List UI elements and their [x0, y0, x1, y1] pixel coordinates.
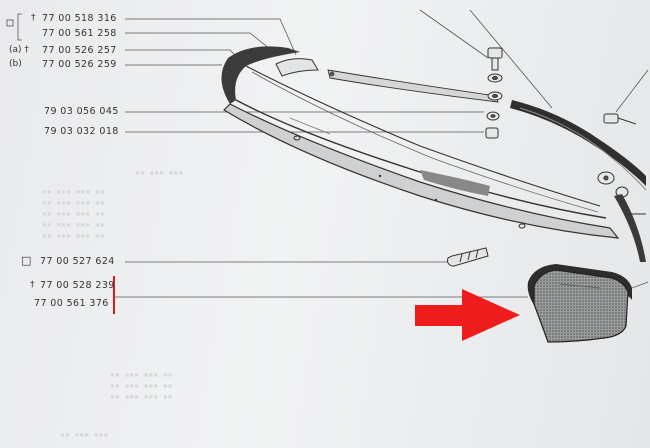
part-number-p6[interactable]: 79 03 032 018 — [44, 126, 119, 137]
leader-line-p1 — [125, 18, 297, 56]
moulding-strip — [510, 100, 647, 191]
square-marker-small — [6, 19, 14, 27]
trim-strip — [327, 69, 499, 103]
bumper-bracket — [614, 194, 646, 262]
part-number-p5[interactable]: 79 03 056 045 — [44, 106, 119, 117]
part-bracket — [17, 13, 22, 41]
leader-line-p3 — [125, 49, 239, 59]
leader-line-top-1 — [419, 9, 489, 59]
corner-rubber-part — [527, 264, 632, 343]
leader-line-right — [615, 69, 649, 113]
mounting-screw — [447, 247, 489, 267]
part-number-p7[interactable]: 77 00 527 624 — [40, 256, 115, 267]
leader-line-top-2 — [469, 9, 553, 109]
part-mark-p8: † — [30, 280, 35, 290]
part-mark-p1: † — [31, 13, 36, 23]
part-mark-p7: □ — [21, 254, 32, 267]
leader-line-p2 — [125, 32, 276, 54]
part-number-p3[interactable]: 77 00 526 257 — [42, 45, 117, 56]
part-number-p2[interactable]: 77 00 561 258 — [42, 28, 117, 39]
bumper-beam — [221, 46, 620, 239]
part-number-p9[interactable]: 77 00 561 376 — [34, 298, 109, 309]
part-number-p4[interactable]: 77 00 526 259 — [42, 59, 117, 70]
part-mark-p4: (b) — [9, 59, 22, 69]
highlight-arrow — [415, 289, 520, 341]
part-number-p1[interactable]: 77 00 518 316 — [42, 13, 117, 24]
leader-lines — [115, 9, 649, 301]
part-number-p8[interactable]: 77 00 528 239 — [40, 280, 115, 291]
bolt-hardware — [485, 47, 503, 139]
highlight-bar — [113, 276, 115, 314]
bumper-bolt-hole-2 — [518, 223, 526, 229]
side-bolt — [597, 113, 637, 198]
bumper-bolt-hole-1 — [293, 135, 301, 141]
bumper-cap-part — [275, 58, 319, 77]
part-mark-p3: (a) † — [9, 45, 29, 55]
